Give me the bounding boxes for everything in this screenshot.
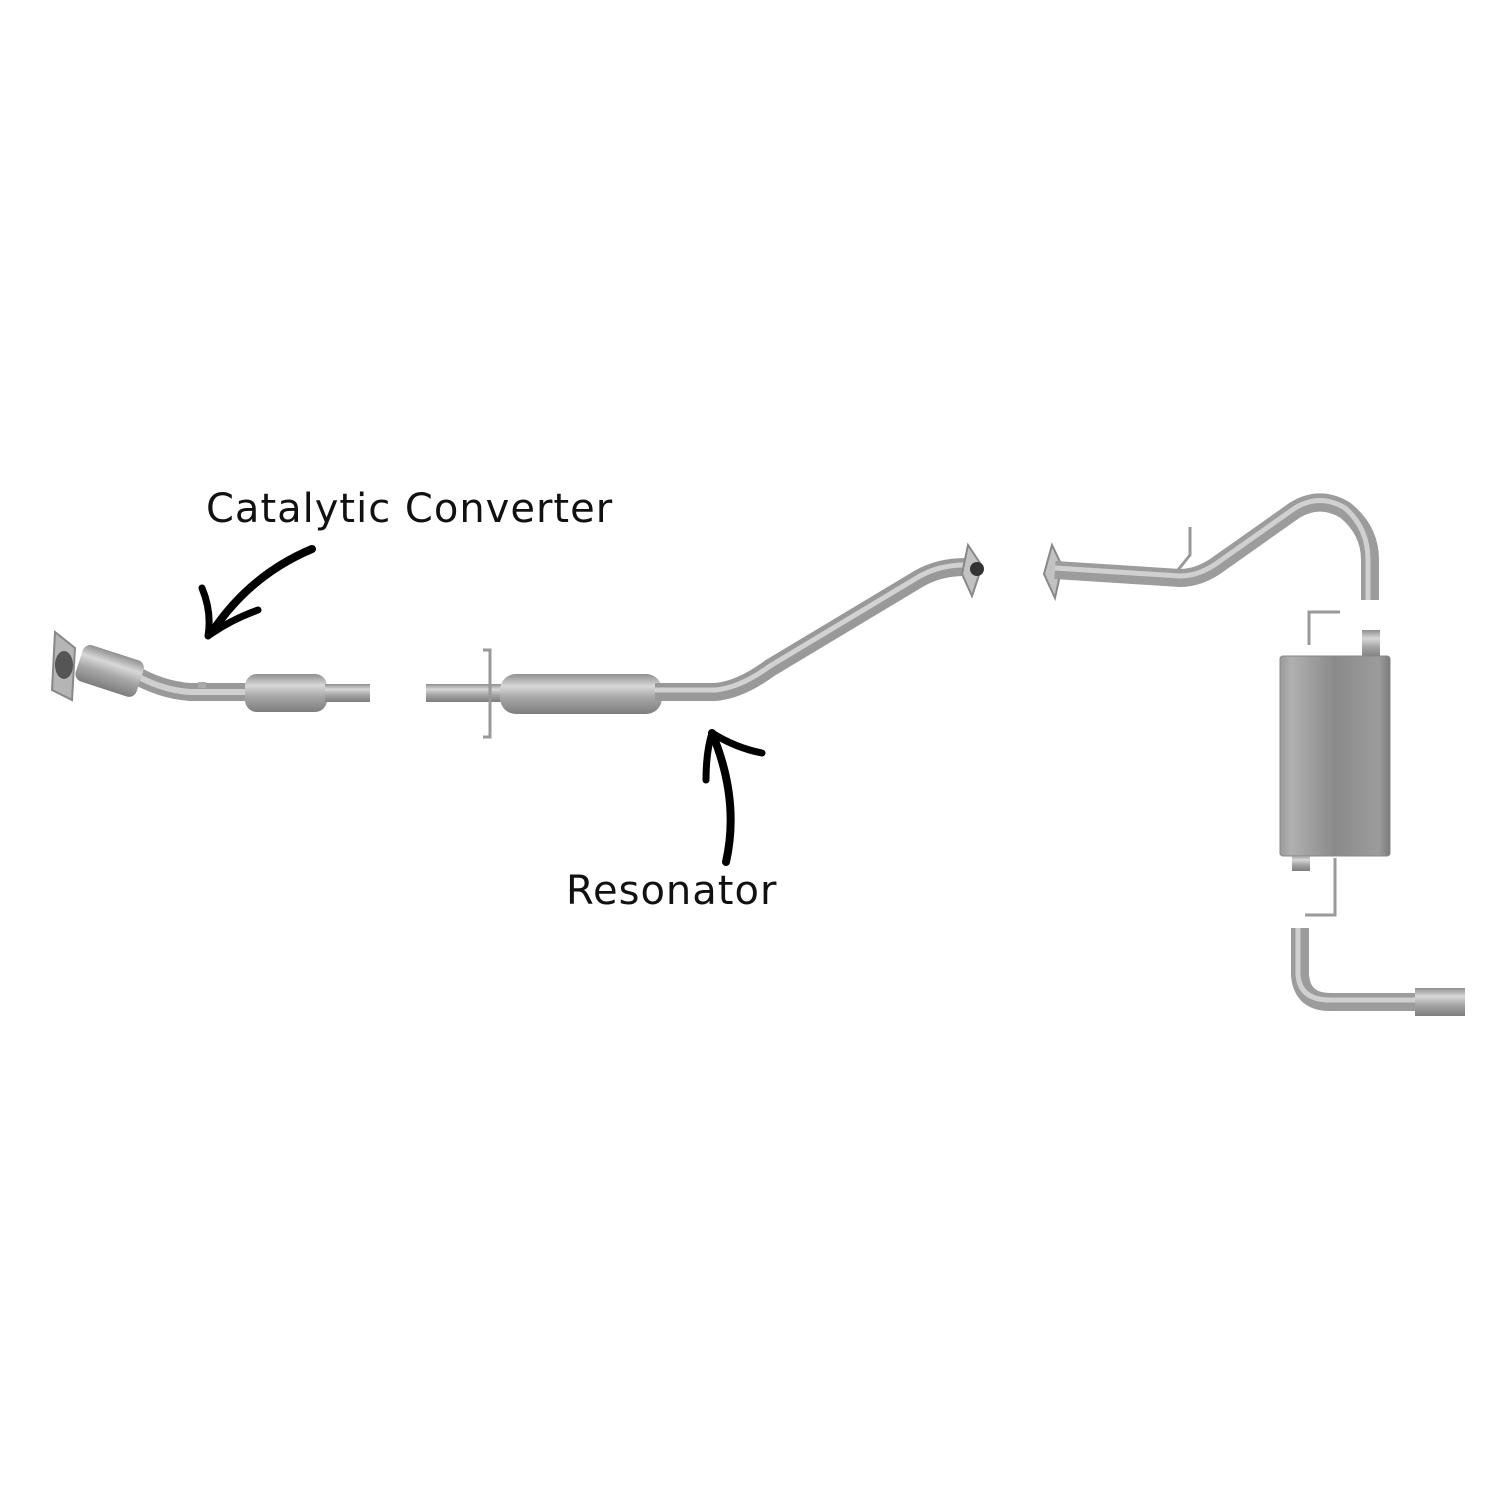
o2-sensor-bung xyxy=(198,682,206,688)
intermediate-flange xyxy=(1042,542,1064,602)
catalytic-converter-arrow xyxy=(198,545,316,640)
inlet-flange xyxy=(50,630,77,702)
muffler-section xyxy=(1042,493,1465,1016)
resonator-section xyxy=(426,542,984,739)
hanger-bracket xyxy=(1307,610,1340,645)
secondary-converter xyxy=(245,674,327,712)
outlet-flange xyxy=(960,542,984,599)
resonator-label: Resonator xyxy=(566,868,778,914)
hanger-bracket xyxy=(1305,858,1337,917)
catalytic-converter-section xyxy=(50,630,370,712)
catalytic-converter-label: Catalytic Converter xyxy=(206,486,614,532)
hanger-bracket xyxy=(483,648,492,739)
tailpipe-tip xyxy=(1415,988,1465,1016)
resonator-body xyxy=(500,674,662,714)
cat-converter-body xyxy=(75,645,144,697)
resonator-arrow xyxy=(702,729,766,866)
muffler-body xyxy=(1279,655,1391,857)
hanger-rod xyxy=(1176,527,1192,571)
